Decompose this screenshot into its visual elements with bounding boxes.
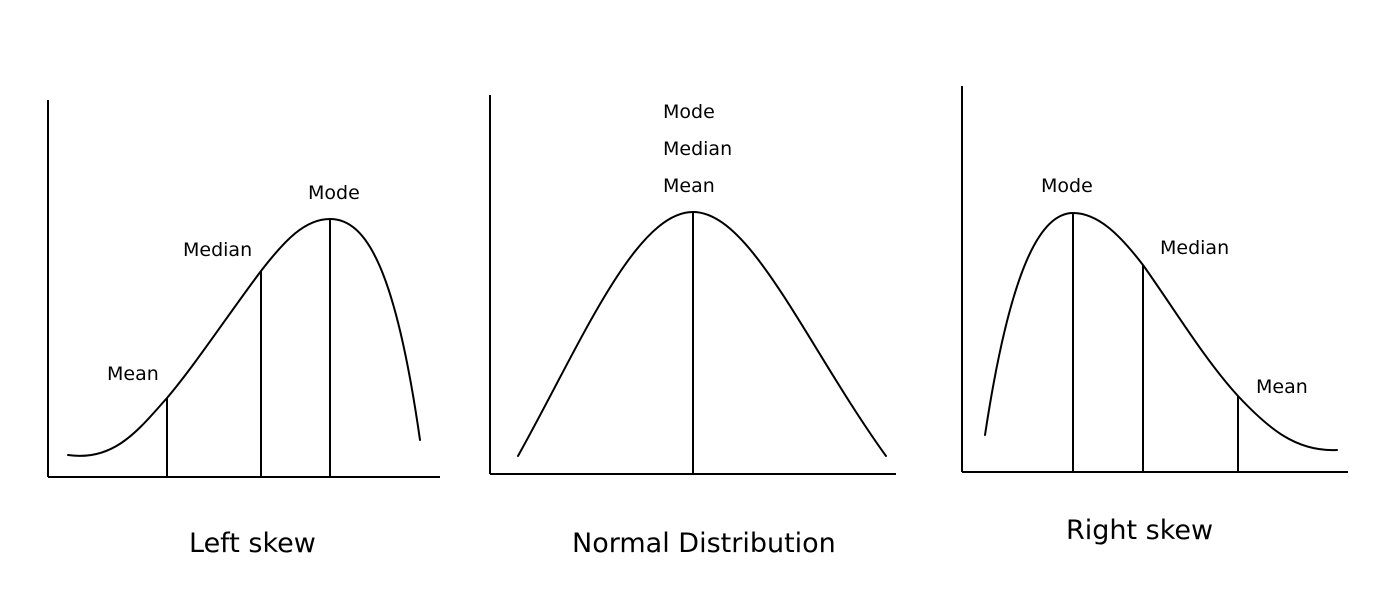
left-skew-curve (67, 218, 421, 457)
normal-median-label: Median (663, 138, 732, 160)
normal-distribution-title: Normal Distribution (572, 528, 836, 559)
right-skew-panel: Mode Median Mean Right skew (961, 86, 1348, 546)
normal-mean-label: Mean (663, 175, 715, 197)
left-skew-title: Left skew (189, 528, 316, 559)
normal-distribution-panel: Mode Median Mean Normal Distribution (489, 95, 896, 559)
normal-mode-label: Mode (663, 101, 715, 123)
right-skew-title: Right skew (1066, 515, 1213, 546)
right-skew-median-label: Median (1160, 237, 1229, 259)
normal-curve (517, 211, 887, 457)
left-skew-panel: Mode Median Mean Left skew (47, 100, 440, 559)
right-skew-curve (984, 212, 1338, 452)
right-skew-mode-label: Mode (1041, 175, 1093, 197)
right-skew-mean-label: Mean (1256, 376, 1308, 398)
left-skew-median-label: Median (183, 239, 252, 261)
left-skew-mean-label: Mean (107, 363, 159, 385)
left-skew-mode-label: Mode (308, 182, 360, 204)
